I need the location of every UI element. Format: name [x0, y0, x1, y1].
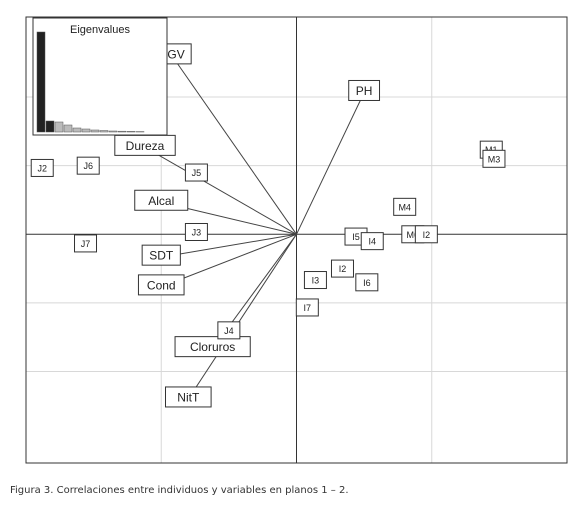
individual-name: J5 — [192, 168, 202, 178]
eigenvalue-bar — [117, 130, 127, 133]
individual-point-j6: J6 — [76, 156, 100, 175]
variable-label-cond: Cond — [137, 274, 185, 296]
individual-name: J4 — [224, 326, 234, 336]
variable-name: NitT — [177, 390, 200, 404]
individual-name: J6 — [83, 161, 93, 171]
eigenvalue-bar — [54, 121, 64, 133]
individual-name: J2 — [37, 163, 47, 173]
individual-point-i2: I2 — [414, 225, 438, 244]
variable-arrow-agv — [171, 55, 297, 235]
individual-labels: J2J6J5J3J7J4M1M3M4M6I2I5I4I2I3I6I7 — [30, 140, 506, 340]
variable-name: Cloruros — [190, 340, 235, 354]
variable-name: Cond — [147, 278, 176, 292]
individual-point-i7: I7 — [295, 298, 319, 317]
individual-name: I5 — [352, 232, 360, 242]
variable-arrow-dureza — [144, 146, 297, 235]
variable-name: Alcal — [148, 194, 174, 208]
eigenvalue-bar — [63, 124, 73, 133]
eigenvalue-bar — [36, 31, 46, 133]
eigenvalues-box — [32, 17, 168, 136]
variable-name: SDT — [149, 249, 174, 263]
individual-name: I4 — [368, 237, 376, 247]
variable-label-alcal: Alcal — [134, 189, 189, 211]
eigenvalues-inset: Eigenvalues — [32, 17, 168, 136]
eigenvalue-bar — [99, 130, 109, 133]
individual-name: I3 — [312, 276, 320, 286]
individual-point-m4: M4 — [393, 197, 417, 216]
eigenvalue-bar — [108, 130, 118, 133]
variable-label-dureza: Dureza — [114, 134, 176, 156]
variable-arrow-sdt — [160, 233, 297, 260]
variable-arrow-ph — [296, 91, 365, 235]
eigenvalue-bar — [90, 129, 100, 133]
individual-name: I7 — [304, 303, 312, 313]
individual-point-i2: I2 — [330, 259, 354, 278]
variable-label-nitt: NitT — [165, 386, 212, 408]
individual-point-m3: M3 — [482, 149, 506, 168]
eigenvalue-bars — [36, 31, 145, 133]
eigenvalue-bar — [81, 128, 91, 133]
variable-arrow-nitt — [187, 234, 297, 400]
individual-name: M4 — [398, 202, 411, 212]
individual-name: I6 — [363, 278, 371, 288]
individual-point-i6: I6 — [355, 273, 379, 292]
eigenvalues-title: Eigenvalues — [70, 24, 130, 36]
individual-point-j3: J3 — [184, 222, 208, 241]
individual-point-i3: I3 — [303, 271, 327, 290]
variable-label-sdt: SDT — [141, 244, 181, 266]
individual-name: M3 — [488, 154, 501, 164]
variable-label-cloruros: Cloruros — [174, 336, 251, 358]
eigenvalue-bar — [72, 127, 82, 133]
variable-name: PH — [356, 84, 373, 98]
variable-name: Dureza — [126, 139, 165, 153]
individual-point-j5: J5 — [184, 163, 208, 182]
variable-label-ph: PH — [348, 79, 381, 101]
individual-point-j4: J4 — [217, 321, 241, 340]
individual-point-j7: J7 — [74, 234, 98, 253]
individual-point-i4: I4 — [360, 232, 384, 251]
individual-name: J7 — [81, 239, 91, 249]
individual-name: M6 — [407, 230, 420, 240]
individual-name: J3 — [192, 227, 202, 237]
eigenvalue-bar — [126, 131, 136, 133]
individual-name: I2 — [423, 230, 431, 240]
plot-frame — [25, 16, 568, 464]
figure-caption: Figura 3. Correlaciones entre individuos… — [10, 485, 349, 496]
eigenvalue-bar — [45, 120, 55, 133]
individual-point-j2: J2 — [30, 158, 54, 177]
individual-name: I2 — [339, 264, 347, 274]
